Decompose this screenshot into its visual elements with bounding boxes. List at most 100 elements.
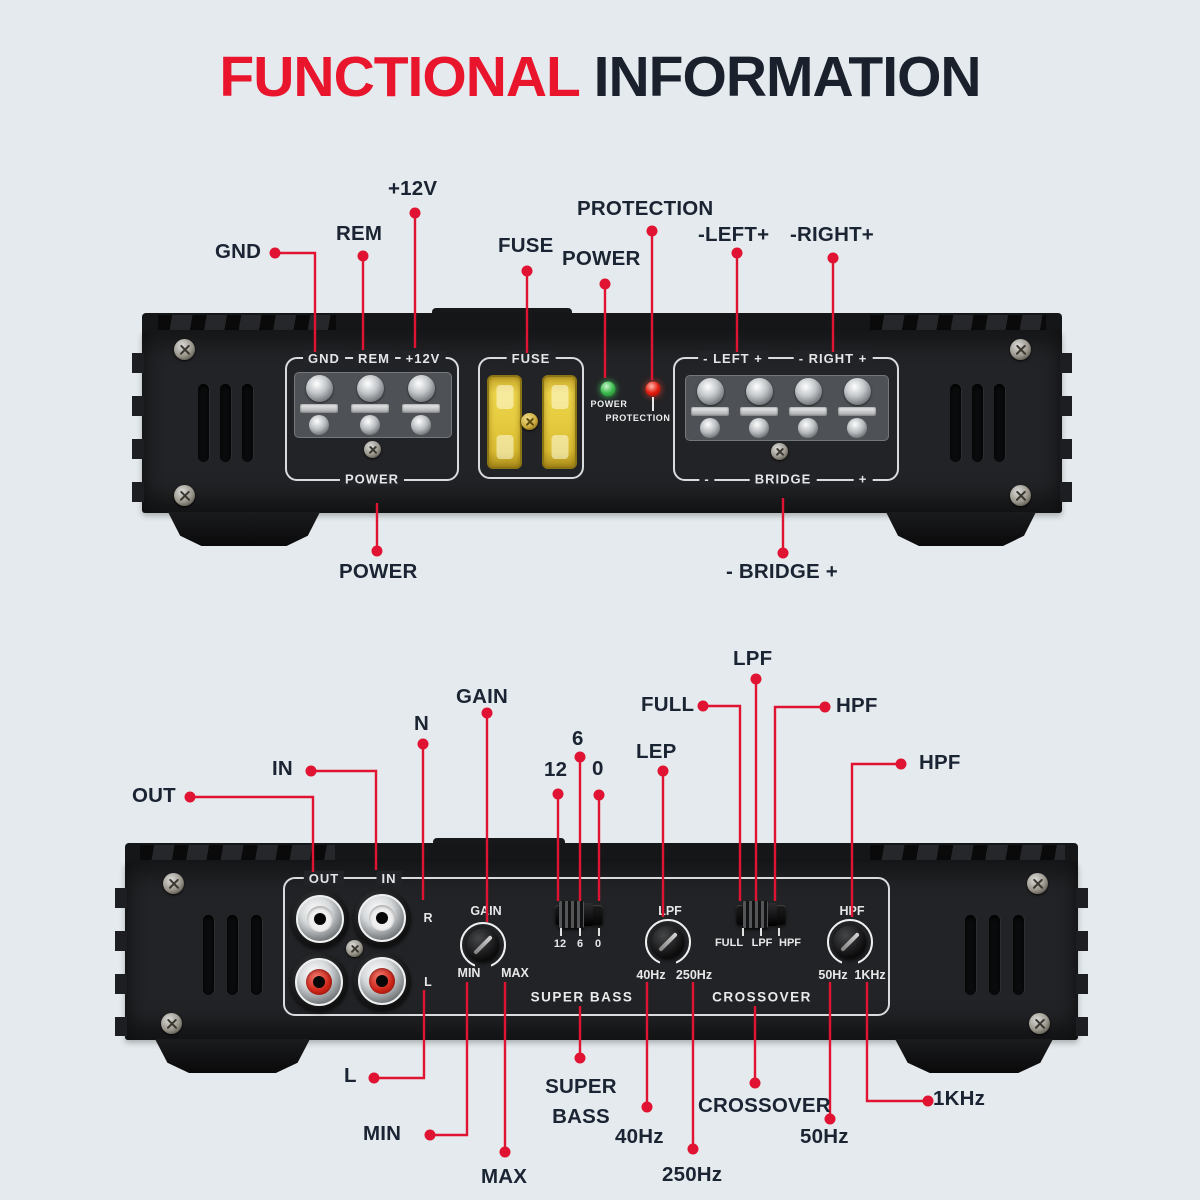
chassis-screw: [163, 873, 184, 894]
heatsink-fins: [158, 315, 336, 330]
gnd-terminal: [297, 375, 341, 436]
side-teeth: [132, 353, 144, 503]
callout-12: 12: [544, 758, 568, 781]
callout-6: 6: [572, 727, 584, 750]
callout-0: 0: [592, 757, 604, 780]
heatsink-fins: [140, 845, 335, 860]
callout-hpf-switch: HPF: [836, 694, 878, 717]
callout-lep: LEP: [636, 740, 677, 763]
amp-foot: [895, 1039, 1053, 1073]
control-panel-box: OUT IN: [283, 870, 890, 1016]
callout-right: -RIGHT+: [790, 223, 874, 246]
heatsink-fins: [870, 845, 1065, 860]
fuse-panel-label: FUSE: [506, 350, 556, 366]
super-bass-switch: [555, 901, 603, 928]
panel-screw: [346, 940, 363, 957]
switch-tick: [742, 928, 744, 936]
vent-slot: [1013, 915, 1024, 995]
hpf-knob: [827, 919, 873, 968]
gain-min-label: MIN: [457, 966, 481, 980]
callout-rem: REM: [336, 222, 383, 245]
amplifier-control-panel: OUT IN R L GAIN MIN MAX 12 6 0 SUPER BAS…: [115, 838, 1088, 1078]
bridge-minus-label: -: [699, 471, 715, 487]
callout-power-led: POWER: [562, 247, 641, 270]
side-teeth: [115, 888, 127, 1036]
speaker-terminal-box: - LEFT + - RIGHT + - BRIDGE +: [673, 350, 899, 487]
vent-slot: [198, 384, 209, 462]
vent-slot: [220, 384, 231, 462]
vent-slot: [251, 915, 262, 995]
side-teeth: [1060, 353, 1072, 503]
chassis-screw: [174, 339, 195, 360]
vent-slot: [227, 915, 238, 995]
vent-slot: [950, 384, 961, 462]
hpf-min-label: 50Hz: [818, 968, 848, 982]
gain-knob: [460, 922, 506, 971]
switch-tick: [579, 928, 581, 936]
protection-led-label: PROTECTION: [605, 413, 671, 423]
panel-screw: [771, 443, 788, 460]
switch-tick: [598, 928, 600, 936]
chassis-screw: [174, 485, 195, 506]
switch-tick: [760, 928, 762, 936]
callout-lpf: LPF: [733, 647, 773, 670]
callout-l: L: [344, 1064, 357, 1087]
rca-in-white-jack: [353, 889, 411, 947]
gnd-panel-label: GND: [303, 350, 345, 366]
callout-in: IN: [272, 757, 293, 780]
amp-foot: [886, 512, 1036, 546]
plus12v-panel-label: +12V: [400, 350, 446, 366]
right-channel-panel-label: - RIGHT +: [793, 350, 873, 366]
bass-0-label: 0: [594, 938, 602, 950]
callout-power-bottom: POWER: [339, 560, 418, 583]
left-plus-terminal: [737, 378, 781, 439]
rca-in-red-jack: [353, 952, 411, 1010]
switch-tick: [778, 928, 780, 936]
side-teeth: [1076, 888, 1088, 1036]
fuse-left: [487, 375, 522, 469]
vent-slot: [242, 384, 253, 462]
vent-slot: [994, 384, 1005, 462]
lpf-max-label: 250Hz: [675, 968, 713, 982]
l-channel-label: L: [424, 975, 432, 989]
callout-40hz: 40Hz: [615, 1125, 664, 1148]
vent-slot: [972, 384, 983, 462]
heatsink-top-rail: [125, 843, 1078, 864]
in-panel-label: IN: [376, 870, 402, 886]
rca-out-white-jack: [291, 890, 349, 948]
panel-screw: [364, 441, 381, 458]
fuse-right: [542, 375, 577, 469]
callout-1khz: 1KHz: [933, 1087, 986, 1110]
right-minus-terminal: [786, 378, 830, 439]
amp-foot: [155, 1039, 310, 1073]
vent-slot: [989, 915, 1000, 995]
callout-n: N: [414, 712, 430, 735]
crossover-switch: [736, 901, 786, 928]
chassis-screw: [1010, 339, 1031, 360]
amp-foot: [168, 512, 320, 546]
hpf-panel-label: HPF: [839, 904, 865, 918]
title-red: FUNCTIONAL: [219, 45, 579, 109]
page-title: FUNCTIONAL INFORMATION: [0, 44, 1200, 110]
bass-6-label: 6: [576, 938, 584, 950]
lpf-panel-label: LPF: [658, 904, 682, 918]
power-terminal-box: GND REM +12V POWER: [285, 350, 459, 487]
rem-panel-label: REM: [353, 350, 395, 366]
xover-full-label: FULL: [714, 937, 744, 949]
callout-gain: GAIN: [456, 685, 509, 708]
title-dark: INFORMATION: [578, 45, 982, 109]
callout-out: OUT: [132, 784, 176, 807]
switch-slider: [743, 901, 777, 928]
rem-terminal: [348, 375, 392, 436]
hpf-max-label: 1KHz: [854, 968, 886, 982]
amplifier-power-panel: GND REM +12V POWER FUSE POWER PROTECTION: [132, 308, 1072, 560]
callout-250hz: 250Hz: [662, 1163, 723, 1186]
left-channel-panel-label: - LEFT +: [698, 350, 768, 366]
callout-full: FULL: [641, 693, 695, 716]
plus12v-terminal: [399, 375, 443, 436]
fuse-box: FUSE: [478, 350, 584, 479]
callout-max: MAX: [481, 1165, 528, 1188]
chassis-screw: [1010, 485, 1031, 506]
super-bass-caption: SUPER BASS: [530, 989, 634, 1005]
